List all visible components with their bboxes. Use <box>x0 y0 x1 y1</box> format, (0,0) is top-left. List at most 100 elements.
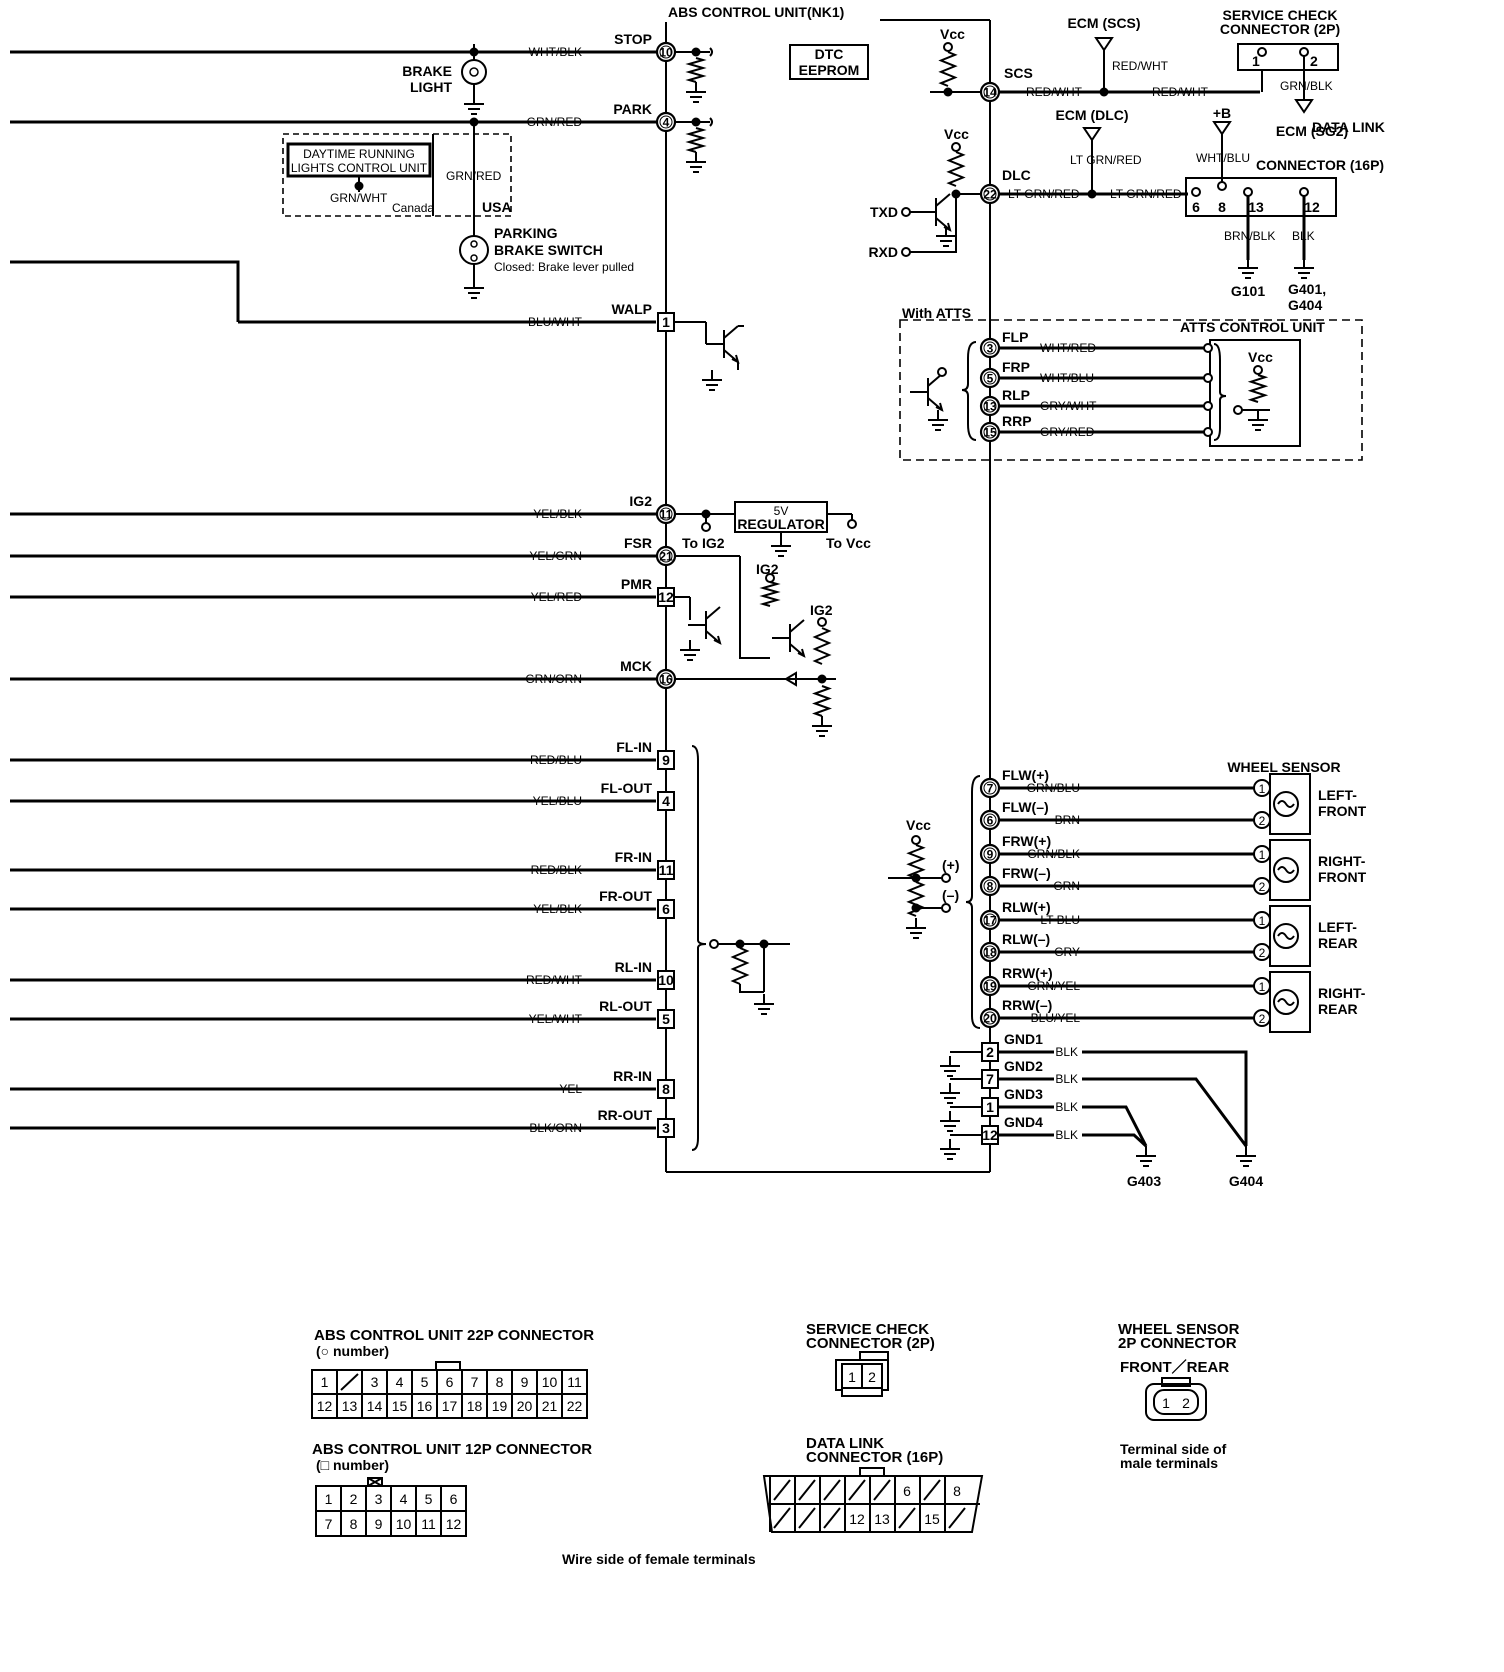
left-pin-4-signal-name: FSR <box>624 535 652 551</box>
dl-bot-15: 15 <box>924 1511 940 1527</box>
stop-internal-cut <box>709 47 713 57</box>
atts-pin-0-name: FLP <box>1002 329 1028 345</box>
ecm-sg2-label: ECM (SG2) <box>1276 123 1348 139</box>
wheel-sensor-1-label-1: RIGHT- <box>1318 853 1366 869</box>
left-pin-9-wire-color: RED/BLK <box>531 863 582 877</box>
wheel-sensor-3-pin-1-circle-inner <box>983 1011 997 1025</box>
left-pin-3-circle-inner <box>659 507 673 521</box>
abs12-cell-1-3-label: 10 <box>396 1516 412 1532</box>
left-pin-8-square <box>657 791 675 811</box>
atts-pin-0-number: 3 <box>987 342 994 356</box>
wheel-sensor-2-pin-0-connector-number: 1 <box>1259 914 1266 928</box>
wheel-sensor-2-label-1: LEFT- <box>1318 919 1357 935</box>
service-check-pin1: 1 <box>1252 53 1260 69</box>
service-check-label-2: CONNECTOR (2P) <box>1220 21 1340 37</box>
txd-label: TXD <box>870 204 898 220</box>
atts-dashed-box <box>899 319 1363 461</box>
dl-slash-bot-2 <box>823 1507 841 1529</box>
left-pin-0-number: 10 <box>659 46 673 60</box>
left-pin-12-square <box>657 1009 675 1029</box>
wheel-sensor-1-pin-0-number: 9 <box>987 848 994 862</box>
ground-pin-2-number: 1 <box>986 1099 994 1115</box>
dlc-pin-number: 22 <box>983 188 997 202</box>
ground-pin-1-number: 7 <box>986 1071 994 1087</box>
fsr-route <box>739 556 770 659</box>
left-pin-10-signal-name: FR-OUT <box>599 888 652 904</box>
abs22-cell-0-7-label: 8 <box>496 1374 504 1390</box>
dl-pin12: 12 <box>1304 199 1320 215</box>
dl-slash-top-6 <box>923 1479 941 1501</box>
left-pin-4-wire-color: YEL/GRN <box>529 549 582 563</box>
drl-dashed-box <box>282 133 512 217</box>
abs12-cell-1-5-label: 12 <box>446 1516 462 1532</box>
wheel-sensor-3-pin-0-color: GRN/YEL <box>1027 979 1080 993</box>
left-pin-7-number: 9 <box>662 752 670 768</box>
plus-b-label: +B <box>1213 105 1231 121</box>
ecm-dlc-wire-color: LT GRN/RED <box>1070 153 1142 167</box>
ig2-to-ig2-ring <box>701 522 711 532</box>
wheel-sensor-title: WHEEL SENSOR <box>1227 759 1340 775</box>
dl-title-1: DATA LINK <box>806 1435 884 1452</box>
abs12-cell-0-1-label: 2 <box>350 1491 358 1507</box>
ws-inner <box>1153 1389 1199 1415</box>
wheel-sensor-brace <box>965 775 981 1029</box>
wheel-sensor-1-wave <box>1277 866 1295 874</box>
park-internal-resistor <box>685 127 707 153</box>
left-pin-8-wire-color: YEL/BLU <box>533 794 582 808</box>
sc-cell-2 <box>861 1363 883 1389</box>
wheel-plus-ring <box>941 873 951 883</box>
txd-transistor-collector <box>935 193 951 207</box>
fsr-ig2-label: IG2 <box>756 561 779 577</box>
left-pin-9-square <box>657 860 675 880</box>
dlc-pin-circle-inner <box>983 187 997 201</box>
wheel-sensor-2-pin-0-name: RLW(+) <box>1002 899 1051 915</box>
brake-light-label-2: LIGHT <box>410 79 452 95</box>
wheel-sensor-1-pin-0-name: FRW(+) <box>1002 833 1051 849</box>
atts-vcc-label: Vcc <box>1248 349 1273 365</box>
left-pin-14-wire-color: BLK/ORN <box>529 1121 582 1135</box>
left-pin-10-wire-color: YEL/BLK <box>533 902 582 916</box>
wheel-sensor-0-pin-1-connector-number: 2 <box>1259 814 1266 828</box>
pmr-transistor-arrow <box>713 635 722 645</box>
service-check-label-1: SERVICE CHECK <box>1223 7 1338 23</box>
wheel-sensor-1-pin-0-connector-number: 1 <box>1259 848 1266 862</box>
left-pin-7-wire-color: RED/BLU <box>530 753 582 767</box>
mck-resistor-bottom <box>812 685 832 717</box>
scs-vcc-ring <box>943 42 953 52</box>
dl-slash-bot-5 <box>898 1507 916 1529</box>
dl-ring13 <box>1243 187 1253 197</box>
atts-pin-1-ring <box>1203 373 1213 383</box>
left-pin-1-number: 4 <box>663 116 670 130</box>
atts-pin-1-name: FRP <box>1002 359 1030 375</box>
left-pin-8-number: 4 <box>662 793 670 809</box>
ecm-scs-wire-color: RED/WHT <box>1112 59 1169 73</box>
abs12-cell-1-0-label: 7 <box>325 1516 333 1532</box>
abs22-cell-0-8-label: 9 <box>521 1374 529 1390</box>
left-pin-13-signal-name: RR-IN <box>613 1068 652 1084</box>
left-pin-0-wire-color: WHT/BLK <box>529 45 582 59</box>
stop-internal-dot <box>691 47 701 57</box>
dlc-name: DLC <box>1002 167 1031 183</box>
dlc-wire-color-2: LT GRN/RED <box>1110 187 1182 201</box>
wheel-sensor-1-pin-0-color: GRN/BLK <box>1027 847 1080 861</box>
fsr-transistor-arrow <box>797 648 806 658</box>
rxd-ring <box>901 247 911 257</box>
atts-pin-3-color: GRY/RED <box>1040 425 1095 439</box>
wheel-sensor-1-label-2: FRONT <box>1318 869 1367 885</box>
dl-slash-top-3 <box>848 1479 866 1501</box>
atts-pin-3-name: RRP <box>1002 413 1032 429</box>
wheel-plus-label: (+) <box>942 857 960 873</box>
dl-bot-13: 13 <box>874 1511 890 1527</box>
ground-pin-0-name: GND1 <box>1004 1031 1043 1047</box>
dl-pin13: 13 <box>1248 199 1264 215</box>
atts-ring <box>1233 405 1243 415</box>
left-pin-14-square <box>657 1118 675 1138</box>
g403-label: G403 <box>1127 1173 1161 1189</box>
wheel-sensor-0-pin-1-number: 6 <box>987 814 994 828</box>
abs22-cell-1-10 <box>561 1393 588 1419</box>
wheel-sensor-0-box <box>1269 773 1311 835</box>
wheel-sensor-3-wave <box>1277 998 1295 1006</box>
regulator-box <box>734 501 828 533</box>
ground-pin-3-color: BLK <box>1055 1128 1078 1142</box>
